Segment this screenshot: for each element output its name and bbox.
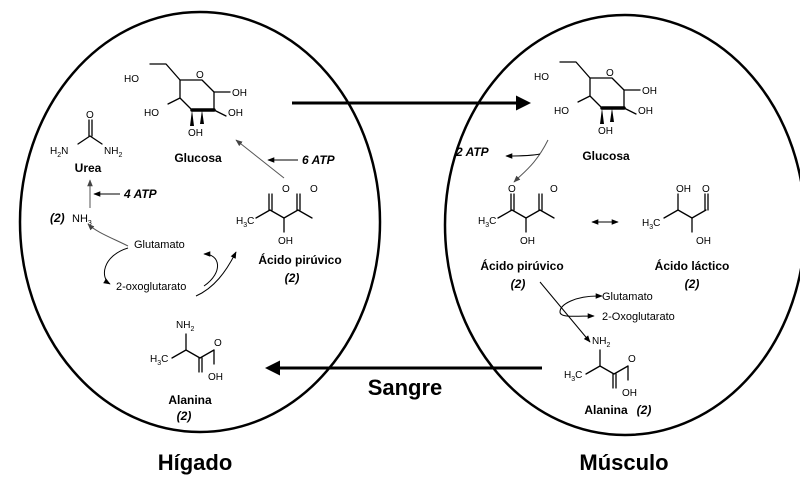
- urea-atom-o: O: [86, 110, 94, 121]
- lactate-atom-oh-bottom: OH: [696, 236, 711, 247]
- liver-pyruvate-atom-oh: OH: [278, 236, 293, 247]
- glycolysis-arrow: [513, 139, 549, 183]
- lactate-atom-h3c: H3C: [642, 218, 660, 231]
- ammonia-count: (2): [50, 211, 65, 225]
- muscle-pyruvate-atom-o-keto: O: [508, 184, 516, 195]
- atp-glycolysis-label: 2 ATP: [455, 145, 490, 159]
- liver-pyruvate-label: Ácido pirúvico: [258, 252, 341, 267]
- liver-glucose-atom-oh-bottom: OH: [188, 128, 203, 139]
- liver-glucose-atom-o-ring: O: [196, 70, 204, 81]
- liver-alanine-atom-oh: OH: [208, 372, 223, 383]
- liver-cell: [18, 10, 382, 434]
- muscle-alanine-atom-h3c: H3C: [564, 370, 582, 383]
- liver-transamination-curve: [103, 247, 129, 285]
- muscle-alanine-atom-nh2: NH2: [592, 336, 610, 349]
- urea-structure: [77, 119, 103, 145]
- gluconeogenesis-arrow: [235, 139, 285, 179]
- muscle-glucose-structure: [558, 60, 642, 126]
- liver-label: Hígado: [158, 450, 233, 475]
- muscle-glucose-atom-o-ring: O: [606, 68, 614, 79]
- muscle-pyruvate-atom-h3c: H3C: [478, 216, 496, 229]
- liver-alanine-label: Alanina: [168, 393, 212, 407]
- urea-atom-nh2-right: NH2: [104, 146, 122, 159]
- svg-text:NH2: NH2: [104, 146, 122, 159]
- liver-glucose-structure: [148, 62, 232, 128]
- liver-glucose-atom-ho-left: HO: [144, 108, 159, 119]
- liver-oxoglutarate-to-glutamate: [203, 251, 218, 287]
- muscle-pyruvate-structure: [497, 193, 555, 233]
- blood-label: Sangre: [368, 375, 443, 400]
- muscle-glutamate-label: Glutamato: [602, 291, 653, 303]
- muscle-pyruvate-count: (2): [511, 277, 526, 291]
- muscle-glucose-atom-oh-right: OH: [642, 86, 657, 97]
- liver-pyruvate-atom-o-keto: O: [282, 184, 290, 195]
- atp-gluconeogenesis-label: 6 ATP: [302, 153, 336, 167]
- liver-glucose-atom-ho-top: HO: [124, 74, 139, 85]
- liver-glutamate-label: Glutamato: [134, 239, 185, 251]
- lactate-count: (2): [685, 277, 700, 291]
- liver-pyruvate-atom-o-acid: O: [310, 184, 318, 195]
- muscle-cell: [443, 13, 800, 437]
- muscle-pyruvate-atom-oh: OH: [520, 236, 535, 247]
- muscle-alanine-atom-o: O: [628, 354, 636, 365]
- liver-pyruvate-atom-h3c: H3C: [236, 216, 254, 229]
- atp-glycolysis-output: [505, 153, 541, 159]
- lactate-atom-oh-top: OH: [676, 184, 691, 195]
- liver-pyruvate-count: (2): [285, 271, 300, 285]
- liver-glucose-atom-oh-mid: OH: [228, 108, 243, 119]
- lactate-label: Ácido láctico: [655, 258, 730, 273]
- muscle-alanine-structure: [585, 349, 629, 389]
- muscle-glucose-atom-oh-mid: OH: [638, 106, 653, 117]
- liver-pyruvate-structure: [255, 193, 313, 233]
- muscle-pyruvate-label: Ácido pirúvico: [480, 258, 563, 273]
- urea-atom-nh2-left: H2N: [50, 146, 68, 159]
- muscle-alanine-label: Alanina: [584, 403, 628, 417]
- liver-alanine-count: (2): [177, 409, 192, 423]
- liver-alanine-atom-o: O: [214, 338, 222, 349]
- muscle-alanine-count: (2): [637, 403, 652, 417]
- urea-label: Urea: [75, 161, 102, 175]
- muscle-glucose-label: Glucosa: [582, 149, 630, 163]
- muscle-glucose-atom-ho-left: HO: [554, 106, 569, 117]
- liver-alanine-to-pyruvate: [195, 251, 237, 297]
- liver-oxoglutarate-label: 2-oxoglutarato: [116, 281, 186, 293]
- atp-urea-label: 4 ATP: [123, 187, 158, 201]
- muscle-oxoglutarate-label: 2-Oxoglutarato: [602, 311, 675, 323]
- liver-alanine-atom-h3c: H3C: [150, 354, 168, 367]
- muscle-pyruvate-atom-o-acid: O: [550, 184, 558, 195]
- muscle-glutamate-curve: [559, 295, 599, 319]
- lactate-structure: [663, 193, 709, 233]
- liver-alanine-atom-nh2: NH2: [176, 320, 194, 333]
- liver-glucose-label: Glucosa: [174, 151, 222, 165]
- muscle-glucose-atom-ho-top: HO: [534, 72, 549, 83]
- muscle-transamination-arrow: [539, 281, 591, 343]
- lactate-atom-o: O: [702, 184, 710, 195]
- liver-alanine-structure: [171, 333, 215, 373]
- muscle-alanine-atom-oh: OH: [622, 388, 637, 399]
- svg-text:H2N: H2N: [50, 146, 68, 159]
- muscle-glucose-atom-oh-bottom: OH: [598, 126, 613, 137]
- muscle-label: Músculo: [579, 450, 668, 475]
- liver-glutamate-to-ammonia: [87, 223, 129, 247]
- ammonia-label: NH3: [72, 213, 92, 227]
- liver-glucose-atom-oh-right: OH: [232, 88, 247, 99]
